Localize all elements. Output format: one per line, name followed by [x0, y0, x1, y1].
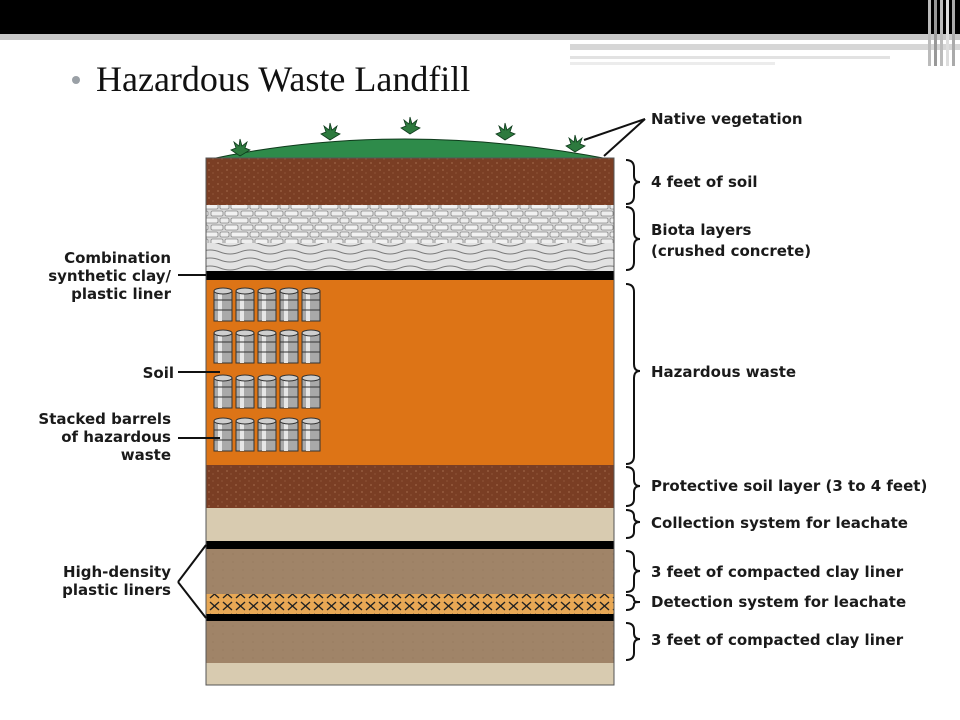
barrel-row	[214, 330, 320, 363]
plant-icon	[565, 134, 586, 153]
plant-icon	[400, 116, 421, 135]
vegetation-layer	[205, 138, 615, 161]
header-rule	[570, 62, 775, 65]
label-clay-liner-top: 3 feet of compacted clay liner	[651, 563, 904, 581]
vegetation-pointers	[583, 118, 646, 157]
clay-liner-top-layer	[206, 549, 614, 594]
collection-layer	[206, 508, 614, 541]
barrel-row	[214, 418, 320, 451]
plant-icon	[495, 122, 516, 141]
protective-soil-layer	[206, 465, 614, 508]
label-combination-line3: plastic liner	[71, 285, 171, 303]
label-combination-liner: Combination synthetic clay/ plastic line…	[48, 249, 171, 303]
topsoil-layer	[206, 158, 614, 205]
label-clay-liner-bottom: 3 feet of compacted clay liner	[651, 631, 904, 649]
label-protective-soil: Protective soil layer (3 to 4 feet)	[651, 477, 928, 495]
hdpe-liner-bottom	[206, 614, 614, 621]
label-hazardous-waste: Hazardous waste	[651, 363, 797, 381]
label-barrels-line2: of hazardous	[61, 428, 171, 446]
detection-layer	[206, 594, 614, 614]
header-rule	[570, 56, 890, 59]
right-braces	[625, 159, 641, 661]
label-combination-line1: Combination	[64, 249, 171, 267]
left-pointers	[177, 274, 220, 619]
slide-title: Hazardous Waste Landfill	[96, 59, 471, 99]
label-biota-line2: (crushed concrete)	[651, 242, 812, 260]
label-stacked-barrels: Stacked barrels of hazardous waste	[38, 410, 171, 464]
label-barrels-line3: waste	[120, 446, 171, 464]
label-collection-system: Collection system for leachate	[651, 514, 908, 532]
header-rule	[0, 34, 960, 40]
label-hdpe-liners: High-density plastic liners	[62, 563, 171, 599]
header-rule	[570, 44, 960, 50]
clay-liner-bottom-layer	[206, 621, 614, 663]
top-banner	[0, 0, 960, 34]
biota-stone-layer	[206, 205, 614, 243]
biota-wave-layer	[206, 243, 614, 271]
bullet-icon	[72, 76, 80, 84]
label-barrels-line1: Stacked barrels	[38, 410, 171, 428]
barrel-row	[214, 288, 320, 321]
hdpe-liner-top	[206, 541, 614, 549]
label-soil: Soil	[142, 364, 174, 382]
barrel-row	[214, 375, 320, 408]
label-combination-line2: synthetic clay/	[48, 267, 171, 285]
corner-decoration	[924, 0, 960, 66]
label-native-vegetation: Native vegetation	[651, 110, 803, 128]
label-hdpe-line2: plastic liners	[62, 581, 171, 599]
base-layer	[206, 663, 614, 685]
synthetic-liner	[206, 271, 614, 280]
label-detection-system: Detection system for leachate	[651, 593, 907, 611]
label-hdpe-line1: High-density	[63, 563, 171, 581]
label-soil-4ft: 4 feet of soil	[651, 173, 758, 191]
plant-icon	[320, 122, 341, 141]
label-biota-line1: Biota layers	[651, 221, 752, 239]
